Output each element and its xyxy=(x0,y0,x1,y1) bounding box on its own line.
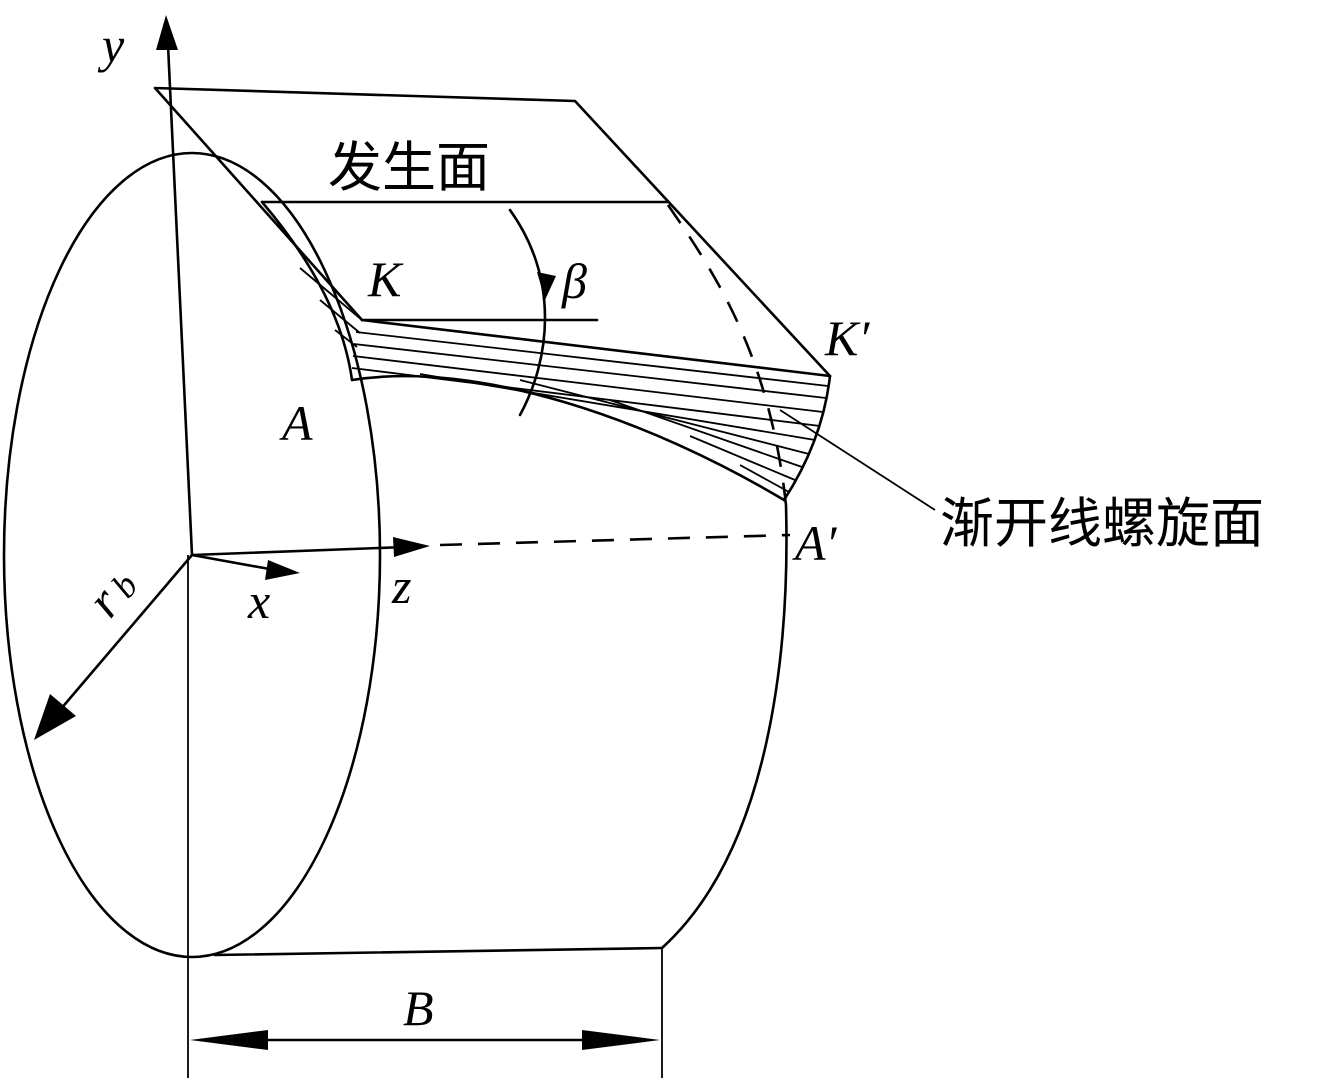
involute-helicoid-label: 渐开线螺旋面 xyxy=(940,492,1264,555)
x-axis-line xyxy=(190,553,277,572)
dimension-arrow-right xyxy=(582,1030,660,1050)
generating-plane-label: 发生面 xyxy=(328,136,490,199)
helicoid-hatching xyxy=(299,267,829,493)
point-a-label: A xyxy=(279,395,313,451)
helix-angle-arrowhead xyxy=(537,272,556,300)
helicoid-top-edge xyxy=(360,318,832,378)
cylinder-back-arc xyxy=(660,503,788,950)
x-axis-label: x xyxy=(247,573,270,629)
dimension-arrow-left xyxy=(190,1030,268,1050)
y-axis-line xyxy=(166,43,194,557)
point-a-prime-label: A′ xyxy=(792,515,838,571)
radius-arrowhead xyxy=(34,694,76,740)
point-k-label: K xyxy=(367,251,404,307)
z-axis-hidden xyxy=(439,533,791,547)
generating-plane-outline xyxy=(153,86,832,378)
face-width-label: B xyxy=(403,980,434,1036)
helix-angle-label: β xyxy=(561,253,587,309)
cylinder-front-face xyxy=(2,151,382,959)
cylinder-bottom-edge xyxy=(213,946,664,957)
y-axis-arrowhead xyxy=(156,15,178,50)
helicoid-bottom-curve xyxy=(350,374,786,502)
helicoid-leader-line xyxy=(779,409,936,511)
z-axis-line xyxy=(190,545,407,557)
point-k-prime-label: K′ xyxy=(824,310,870,366)
z-axis-arrowhead xyxy=(393,537,430,557)
y-axis-label: y xyxy=(97,17,125,73)
z-axis-label: z xyxy=(391,558,411,614)
x-axis-arrowhead xyxy=(265,560,300,580)
cylinder-back-arc-hidden xyxy=(666,204,788,506)
helicoid-left-edge xyxy=(260,200,354,382)
radius-line xyxy=(58,553,194,712)
